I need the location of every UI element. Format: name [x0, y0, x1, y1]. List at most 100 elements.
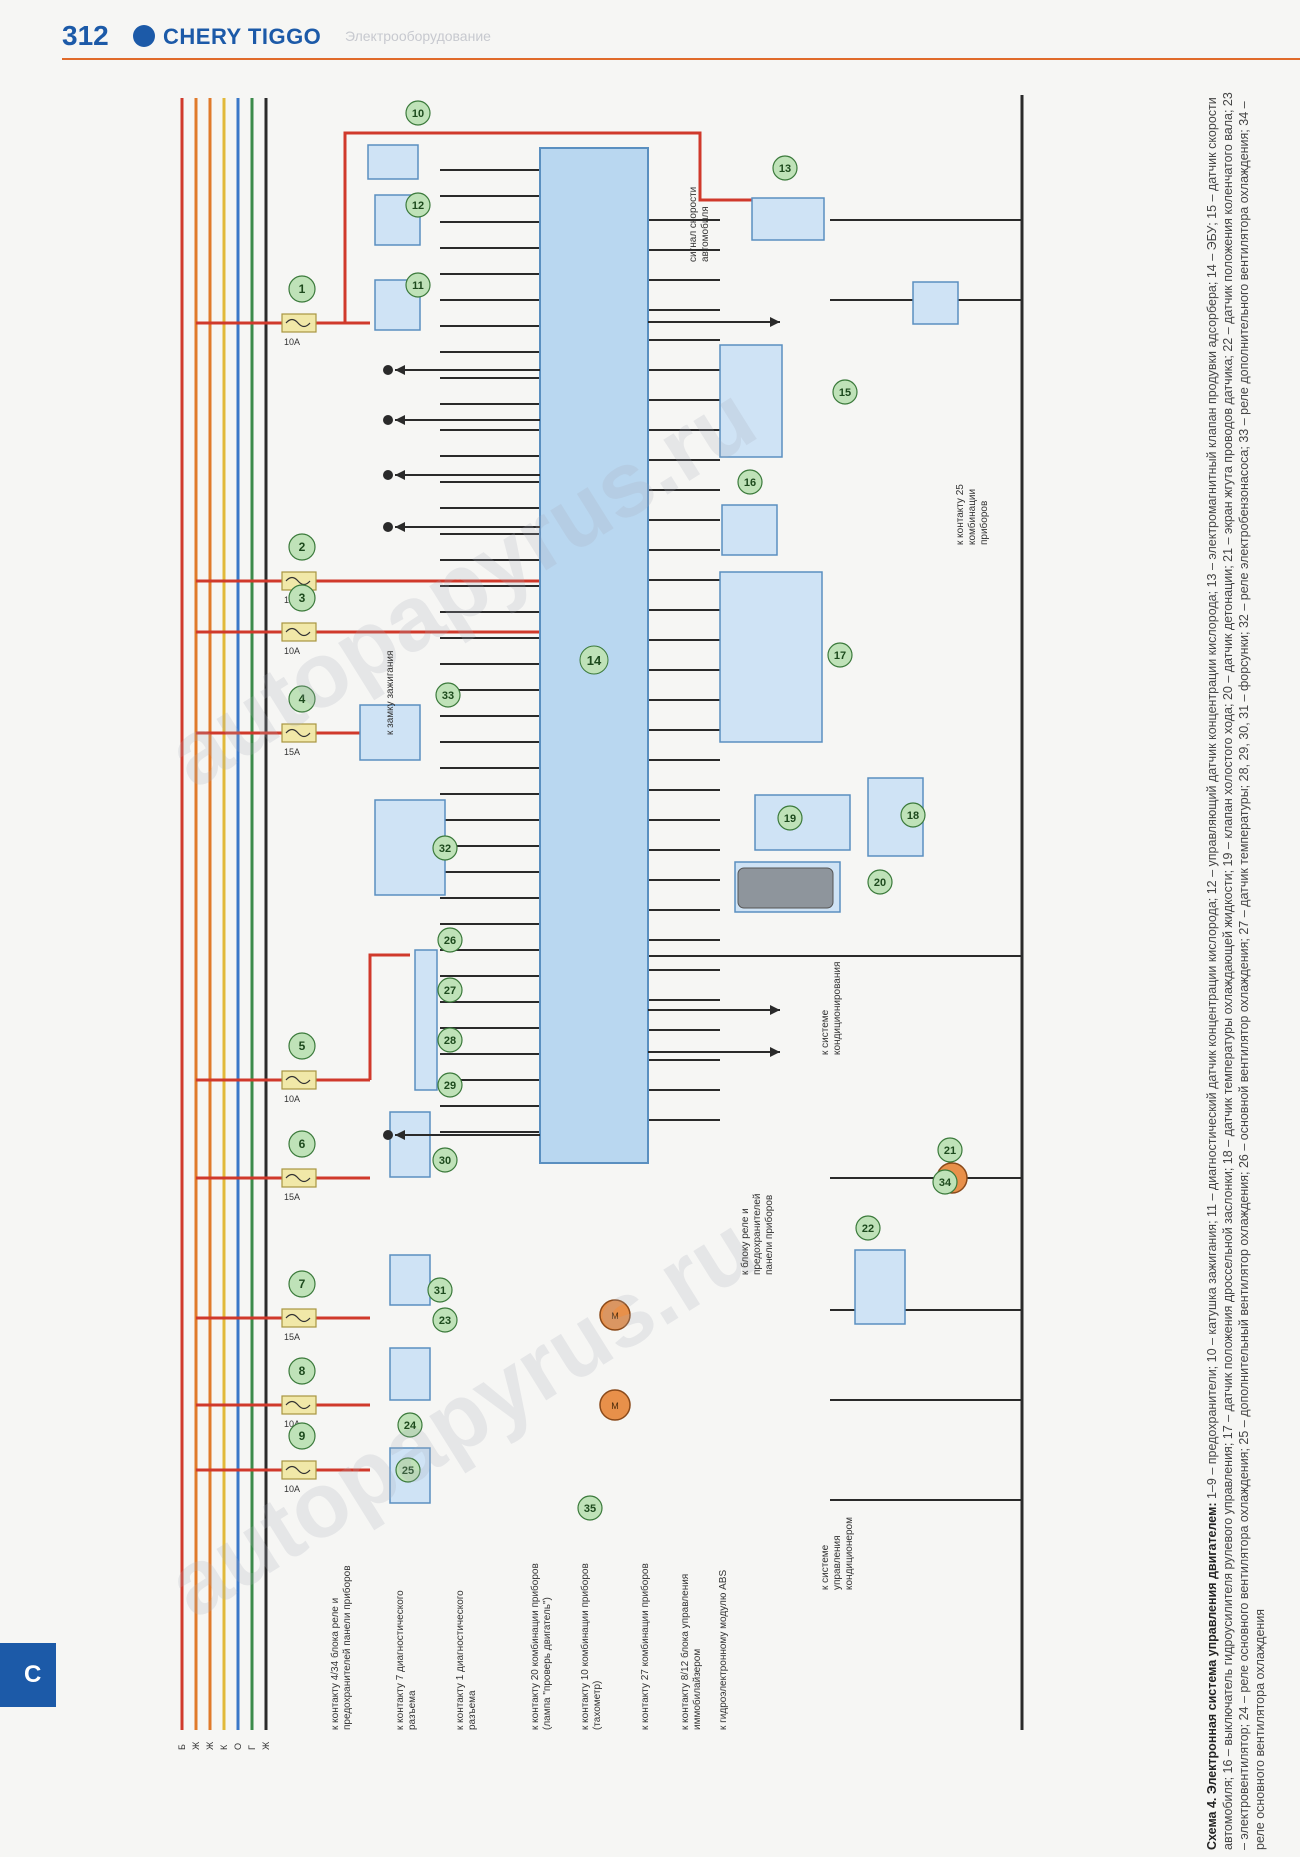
component-box	[719, 571, 823, 743]
component-number-marker	[405, 272, 431, 298]
component-number-label: 24	[404, 1420, 417, 1432]
component-number-marker	[737, 469, 763, 495]
fuse-number-label: 3	[299, 591, 306, 605]
component-number-label: 27	[444, 985, 456, 997]
component-number-label: 30	[439, 1155, 451, 1167]
component-number-label: 33	[442, 690, 454, 702]
component-number-marker	[427, 1277, 453, 1303]
fuse-number-marker	[288, 1032, 316, 1060]
fan-motor	[599, 1389, 631, 1421]
fuse-number-label: 6	[299, 1137, 306, 1151]
component-box	[389, 1347, 431, 1401]
component-box	[751, 197, 825, 241]
component-number-label: 20	[874, 877, 886, 889]
component-number-marker	[432, 1307, 458, 1333]
fuse-element	[285, 1465, 311, 1475]
bus-label: Б	[177, 1744, 187, 1750]
fuse-element	[285, 1173, 311, 1183]
component-number-label: 21	[944, 1145, 956, 1157]
connector-dot	[383, 470, 393, 480]
wires	[196, 131, 1022, 1501]
left-note: к контакту 8/12 блока управления иммобил…	[680, 1573, 703, 1730]
bus-label: К	[219, 1744, 229, 1750]
component-number-marker	[867, 869, 893, 895]
component-box	[389, 1254, 431, 1306]
left-note: к контакту 20 комбинации приборов (лампа…	[530, 1563, 553, 1730]
fuse-number-label: 7	[299, 1277, 306, 1291]
fan-motor	[599, 1299, 631, 1331]
component-box	[719, 344, 783, 458]
left-note: к контакту 1 диагностического разъема	[455, 1590, 478, 1730]
arrow-head	[770, 1047, 780, 1057]
component-box	[854, 1249, 906, 1325]
component-number-marker	[932, 1169, 958, 1195]
component-box	[721, 504, 778, 556]
fuse-number-marker	[288, 533, 316, 561]
component-number-label: 29	[444, 1080, 456, 1092]
arrow-head	[395, 522, 405, 532]
component-number-label: 22	[862, 1223, 874, 1235]
power-wire	[343, 131, 752, 323]
header-divider	[62, 58, 1300, 60]
arrow-head	[395, 470, 405, 480]
arrow-head	[770, 1005, 780, 1015]
component-number-label: 25	[402, 1465, 414, 1477]
component-number-marker	[432, 835, 458, 861]
signal-arrows	[383, 317, 780, 1140]
fuse-rating-label: 10A	[284, 1419, 300, 1429]
fuse-number-marker	[288, 1422, 316, 1450]
component-number-label: 12	[412, 200, 424, 212]
component-number-label: 11	[412, 280, 424, 292]
component-number-label: 34	[939, 1177, 952, 1189]
bus-label: О	[233, 1743, 243, 1750]
left-note: к контакту 7 диагностического разъема	[395, 1590, 418, 1730]
component-number-marker	[405, 100, 431, 126]
connector-dot	[383, 522, 393, 532]
component-number-label: 13	[779, 163, 791, 175]
fuse-body	[281, 1070, 317, 1090]
fuse-number-marker	[288, 275, 316, 303]
bus-label: Ж	[261, 1741, 271, 1750]
component-number-marker	[435, 682, 461, 708]
fuse-element	[285, 1400, 311, 1410]
chapter-tab[interactable]: С	[0, 1643, 56, 1707]
component-number-marker	[437, 977, 463, 1003]
component-markers: 9876543211410111213151617181920212223242…	[288, 100, 963, 1521]
arrow-head	[770, 317, 780, 327]
bus-label: Г	[247, 1745, 257, 1750]
brand-logo-icon	[133, 25, 155, 47]
fuse-element	[285, 728, 311, 738]
fuse-number-marker	[288, 1357, 316, 1385]
fuse-rating-label: 10A	[284, 1484, 300, 1494]
component-number-label: 18	[907, 810, 919, 822]
fuse-rating-label: 15A	[284, 747, 300, 757]
fuse-element	[285, 318, 311, 328]
arrow-head	[395, 1130, 405, 1140]
bus-label: Ж	[191, 1741, 201, 1750]
component-number-label: 19	[784, 813, 796, 825]
fuse-body	[281, 723, 317, 743]
component-number-marker	[855, 1215, 881, 1241]
fuse-number-label: 9	[299, 1429, 306, 1443]
chapter-tab-label: С	[24, 1661, 42, 1688]
right-note: к блоку реле и предохранителей панели пр…	[740, 1193, 775, 1275]
component-box	[754, 794, 851, 851]
power-wire	[370, 579, 540, 634]
figure-caption: Схема 4. Электронная система управления …	[1204, 90, 1268, 1850]
fuse-rating-label: 10A	[284, 646, 300, 656]
right-note: сигнал скорости автомобиля	[688, 186, 711, 262]
left-note: к контакту 27 комбинации приборов	[640, 1563, 651, 1730]
caption-lead: Схема 4. Электронная система управления …	[1205, 1502, 1219, 1851]
component-number-label: 26	[444, 935, 456, 947]
fan-motor-symbol: M	[611, 1401, 619, 1411]
fuse-body	[281, 1395, 317, 1415]
component-number-label: 17	[834, 650, 846, 662]
component-number-marker	[437, 927, 463, 953]
fuse-body	[281, 313, 317, 333]
component-number-label: 31	[434, 1285, 446, 1297]
fuse-element	[285, 627, 311, 637]
component-number-marker	[432, 1147, 458, 1173]
brand-title: CHERY TIGGO	[163, 24, 322, 49]
left-note: к контакту 4/34 блока реле и предохранит…	[330, 1565, 353, 1730]
